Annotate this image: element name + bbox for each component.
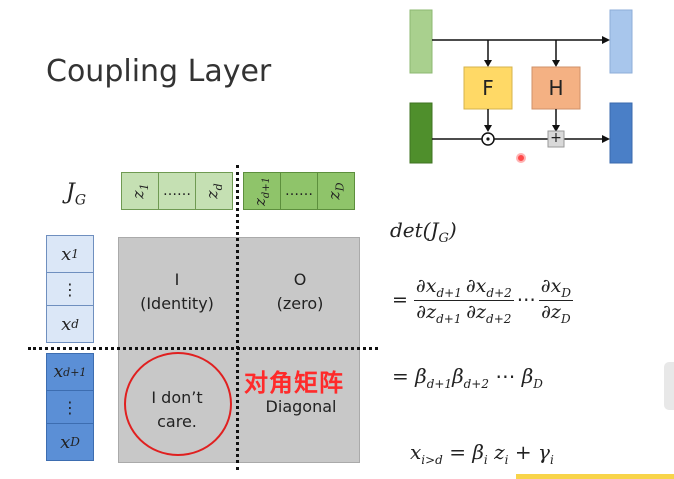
col-zD: zD xyxy=(317,172,355,210)
jacobian-matrix xyxy=(118,237,360,463)
horizontal-divider xyxy=(28,347,378,350)
equation-partials: = ∂xd+1 ∂zd+1 ∂xd+2 ∂zd+2 ⋯ ∂xD ∂zD xyxy=(392,275,573,326)
output-bar-top xyxy=(609,9,633,74)
quadrant-diagonal: Diagonal xyxy=(265,397,337,416)
col-ellipsis-left: …… xyxy=(159,172,195,210)
quadrant-zero: O (zero) xyxy=(276,270,324,313)
vertical-divider xyxy=(236,165,239,470)
input-bar-top xyxy=(409,9,433,74)
side-scroll-handle[interactable] xyxy=(664,362,674,410)
column-header-left: z1 …… zd xyxy=(121,172,233,210)
equation-affine: xi>d = βi zi + γi xyxy=(410,440,554,467)
slide-title: Coupling Layer xyxy=(46,54,272,89)
quadrant-dont-care: I don’t care. xyxy=(151,388,203,431)
input-bar-bottom xyxy=(409,102,433,164)
column-header-right: zd+1 …… zD xyxy=(243,172,355,210)
col-zd1: zd+1 xyxy=(243,172,281,210)
row-ellipsis-top: ⋮ xyxy=(46,273,94,305)
equation-beta-product: = βd+1βd+2 ⋯ βD xyxy=(392,364,543,391)
jacobian-label: JG xyxy=(66,180,87,209)
det-label: det(JG) xyxy=(390,218,457,246)
multiply-icon xyxy=(481,132,495,146)
row-ellipsis-bottom: ⋮ xyxy=(46,391,94,423)
laser-pointer-icon xyxy=(516,153,526,163)
col-z1: z1 xyxy=(121,172,159,210)
bottom-highlight-strip xyxy=(516,474,674,479)
f-label: F xyxy=(482,76,494,100)
quadrant-identity: I (Identity) xyxy=(140,270,214,313)
h-label: H xyxy=(548,76,564,100)
col-ellipsis-right: …… xyxy=(281,172,317,210)
output-bar-bottom xyxy=(609,102,633,164)
dont-care-circle xyxy=(124,352,232,456)
diagonal-matrix-annotation: 对角矩阵 xyxy=(244,369,344,397)
col-zd: zd xyxy=(195,172,233,210)
add-symbol: + xyxy=(550,130,562,146)
